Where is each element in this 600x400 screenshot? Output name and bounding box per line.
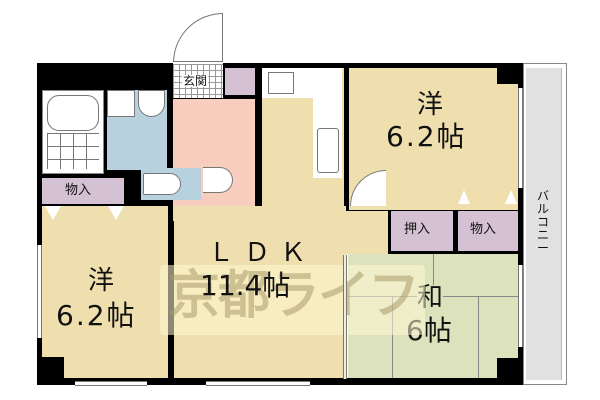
toilet xyxy=(143,173,181,195)
window-left xyxy=(37,245,42,338)
window-right-bottom xyxy=(518,265,523,347)
balcony-label: バルコニー xyxy=(536,189,549,255)
ldk-type: ＬＤＫ xyxy=(208,238,317,268)
watermark-band xyxy=(160,265,425,335)
hallway xyxy=(173,99,255,221)
window-bottom-left xyxy=(75,381,147,386)
bathtub xyxy=(47,95,99,131)
watermark: 京都ライフ xyxy=(168,266,420,326)
sink xyxy=(317,128,339,173)
genkan xyxy=(173,64,223,98)
window-japanese-ldk xyxy=(343,255,347,379)
ldk-size: 11.4帖 xyxy=(200,269,291,302)
bath-floor xyxy=(47,133,99,169)
washing-machine xyxy=(107,90,135,117)
oshiire-label: 押入 xyxy=(404,222,431,237)
washroom xyxy=(107,90,167,170)
toilet-room xyxy=(141,168,201,200)
window-bottom-ldk xyxy=(206,381,310,386)
closet-right-label: 物入 xyxy=(470,222,497,237)
closet-left xyxy=(42,178,124,204)
closet-left-label: 物入 xyxy=(65,183,92,198)
western-left-size: 6.2帖 xyxy=(56,299,137,332)
entry-door[interactable] xyxy=(173,13,223,63)
western-right-size: 6.2帖 xyxy=(386,120,467,153)
western-right-type: 洋 xyxy=(417,90,444,120)
kitchen xyxy=(262,68,344,210)
closet-right xyxy=(458,211,518,251)
oshiire xyxy=(391,211,453,251)
shoe-closet xyxy=(225,68,255,95)
bathroom xyxy=(42,90,104,174)
toilet-door[interactable] xyxy=(203,167,233,193)
stove xyxy=(268,72,294,94)
window-right-top xyxy=(518,88,523,188)
wash-basin xyxy=(138,90,165,117)
western-room-left xyxy=(42,206,168,378)
western-left-type: 洋 xyxy=(88,266,115,296)
balcony xyxy=(523,63,567,385)
genkan-label: 玄関 xyxy=(182,74,209,88)
